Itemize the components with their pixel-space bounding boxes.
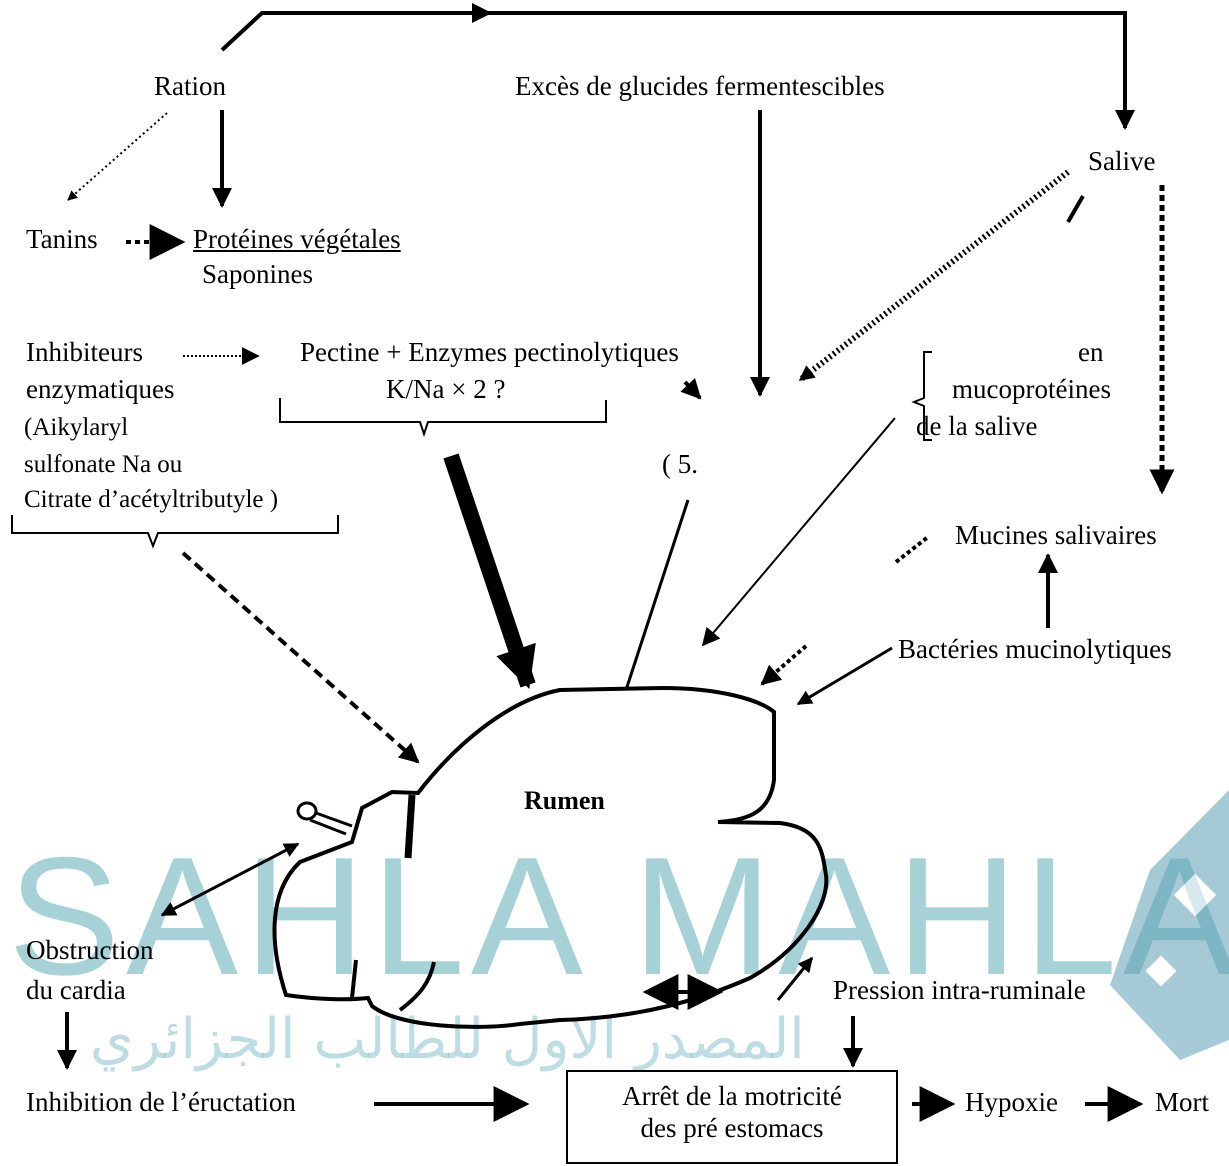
label-proteines-vegetales: Protéines végétales (193, 224, 401, 254)
line-5-to-rumen (624, 499, 690, 691)
label-bacteries-mucinolytiques: Bactéries mucinolytiques (898, 634, 1172, 664)
label-inhibition-eructation: Inhibition de l’éructation (26, 1087, 296, 1117)
watermark-emblem (1110, 790, 1229, 1060)
watermark-arabic-text: المصدر الاول للطالب الجزائري (90, 1007, 805, 1072)
label-pectine-enzymes: Pectine + Enzymes pectinolytiques (300, 337, 679, 367)
label-du-cardia: du cardia (26, 975, 126, 1005)
label-citrate: Citrate d’acétyltributyle ) (24, 486, 279, 513)
brace-mucoproteines (911, 351, 932, 441)
arrow-salive-to-center (798, 169, 1070, 383)
brace-inhibiteurs (11, 515, 339, 549)
label-k-na-ratio: K/Na × 2 ? (386, 374, 506, 404)
arrow-bacteries-to-rumen (796, 646, 893, 706)
label-saponines: Saponines (202, 259, 313, 289)
arret-motricite-box: Arrêt de la motricité des pré estomacs (566, 1070, 898, 1164)
arrow-cardia-double (160, 842, 300, 917)
rumen-inner-fold (404, 794, 416, 859)
rumen-lobe-1 (350, 959, 358, 999)
rumen-outline (272, 685, 829, 1029)
label-ration: Ration (154, 71, 226, 101)
label-hypoxie: Hypoxie (965, 1087, 1058, 1117)
label-mucoproteines: mucoprotéines (952, 374, 1111, 404)
rumen-lobe-2 (398, 961, 436, 1012)
cardia-pin (296, 801, 353, 836)
arrow-pectine-short (680, 378, 702, 400)
arrow-to-pression (776, 956, 814, 1001)
arrow-ration-to-salive (220, 11, 1135, 130)
label-obstruction: Obstruction (26, 935, 154, 965)
label-tanins: Tanins (26, 224, 98, 254)
salive-tick (1066, 195, 1085, 223)
label-salive: Salive (1088, 146, 1156, 176)
label-arret-motricite: Arrêt de la motricité (622, 1081, 842, 1111)
label-mort: Mort (1155, 1087, 1209, 1117)
arrow-pectine-to-rumen (443, 453, 536, 689)
arrow-ration-to-tanins (67, 112, 168, 201)
label-enzymatiques: enzymatiques (26, 374, 175, 404)
brace-pectine (279, 398, 607, 438)
label-sulfonate: sulfonate Na ou (24, 451, 183, 478)
label-pression-intra-ruminale: Pression intra-ruminale (833, 975, 1086, 1005)
label-pre-estomacs: des pré estomacs (640, 1113, 824, 1144)
arrow-dotted-to-rumen (760, 644, 808, 686)
dotted-toward-mucines (894, 535, 930, 564)
label-de-la-salive: de la salive (916, 411, 1038, 441)
arrow-mucoproteines-to-rumen (701, 417, 896, 647)
label-aikylaryl: (Aikylaryl (24, 414, 129, 441)
label-mucines-salivaires: Mucines salivaires (955, 520, 1157, 550)
label-partial-en: en (1078, 337, 1104, 367)
label-partial-5: ( 5. (662, 449, 698, 479)
label-inhibiteurs: Inhibiteurs (26, 337, 143, 367)
arrow-inhibiteurs-to-rumen (181, 551, 420, 764)
label-exces-glucides: Excès de glucides fermentescibles (515, 71, 885, 101)
label-rumen: Rumen (524, 786, 605, 815)
